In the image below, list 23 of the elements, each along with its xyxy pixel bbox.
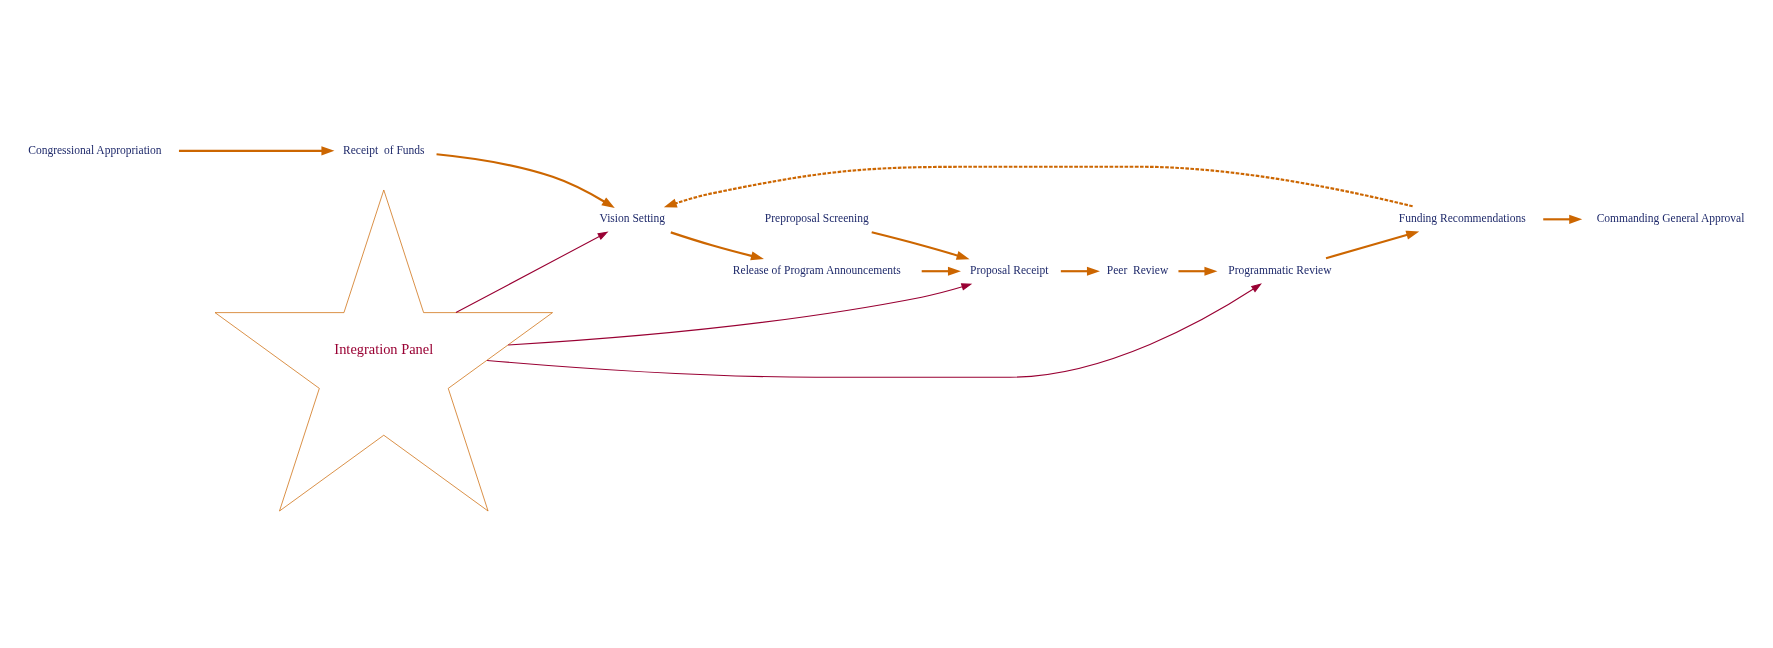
arrow <box>921 266 961 276</box>
node-text: Vision Setting <box>599 211 666 224</box>
arrow <box>663 165 1413 207</box>
arrow <box>455 231 609 313</box>
node-text: Proposal Receipt <box>970 263 1049 276</box>
arrow <box>670 230 764 260</box>
arrow <box>486 282 1262 378</box>
node-text: Preproposal Screening <box>764 211 869 224</box>
node-text: Funding Recommendations <box>1398 211 1526 224</box>
arrow <box>1178 266 1218 276</box>
arrow <box>871 230 970 260</box>
node-text: Programmatic Review <box>1228 263 1332 276</box>
arrow <box>507 282 973 345</box>
arrow <box>1325 230 1420 259</box>
node-text: Receipt of Funds <box>343 143 425 156</box>
node-text: Congressional Appropriation <box>28 143 162 156</box>
node-text: Release of Program Announcements <box>732 263 901 276</box>
arrow <box>1060 266 1100 276</box>
node-text: Peer Review <box>1106 263 1169 276</box>
arrow <box>178 145 335 155</box>
arrow <box>436 152 615 208</box>
node-text: Commanding General Approval <box>1596 211 1745 224</box>
arrow <box>1543 214 1583 224</box>
